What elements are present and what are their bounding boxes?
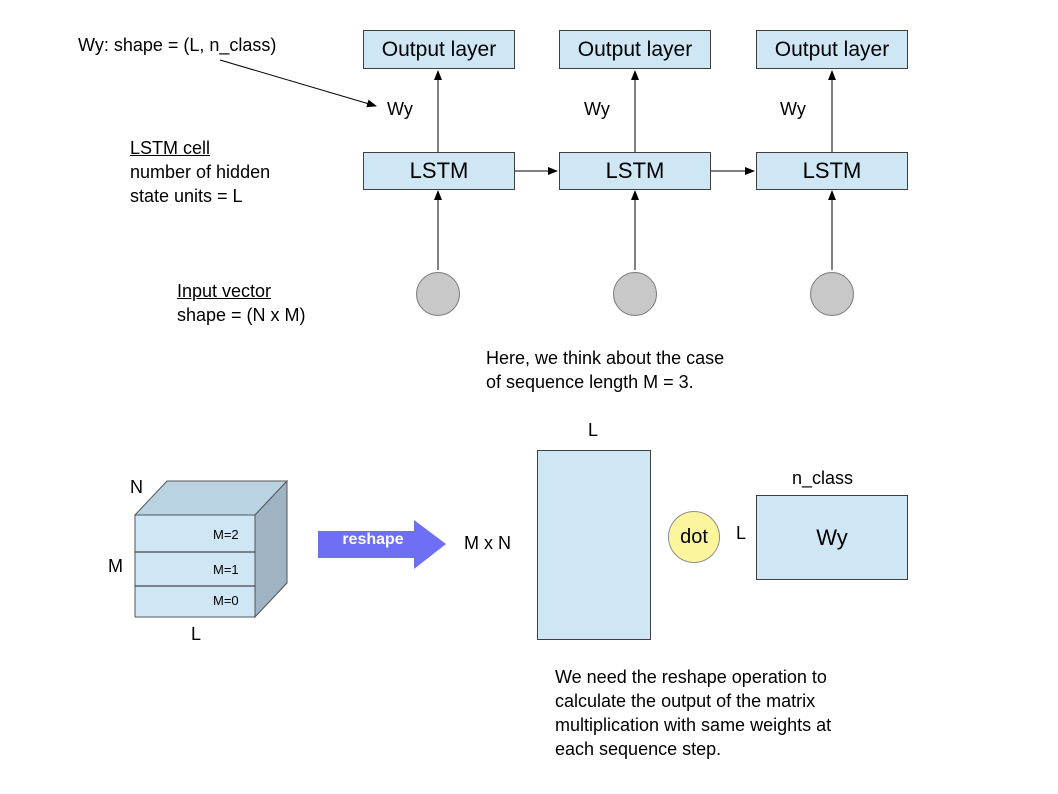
- wy-shape-label: Wy: shape = (L, n_class): [78, 35, 277, 55]
- wy-edge-label-3: Wy: [780, 99, 806, 119]
- lstm-label: LSTM: [802, 158, 862, 183]
- lstm-label: LSTM: [409, 158, 469, 183]
- slice-label-m0: M=0: [213, 593, 239, 608]
- reshape-note-line2: calculate the output of the matrix: [555, 691, 816, 711]
- reshaped-matrix: [537, 450, 651, 640]
- reshape-arrow: [318, 520, 446, 569]
- slice-label-m1: M=1: [213, 562, 239, 577]
- matrix-rows-label: M x N: [464, 533, 511, 553]
- reshape-note-line1: We need the reshape operation to: [555, 667, 827, 687]
- input-vector-title: Input vector: [177, 281, 272, 301]
- input-vector-annotation: Input vector shape = (N x M): [177, 279, 306, 327]
- reshape-note-line4: each sequence step.: [555, 739, 722, 759]
- lstm-cell-3: LSTM: [756, 152, 908, 190]
- slice-label-m2: M=2: [213, 527, 239, 542]
- input-node-3: [810, 272, 854, 316]
- lstm-cell-line2: state units = L: [130, 186, 243, 206]
- dot-label: dot: [680, 525, 708, 548]
- output-layer-label: Output layer: [577, 37, 693, 61]
- input-node-1: [416, 272, 460, 316]
- sequence-note-line2: of sequence length M = 3.: [486, 372, 694, 392]
- output-layer-label: Output layer: [774, 37, 890, 61]
- sequence-note-line1: Here, we think about the case: [486, 348, 725, 368]
- input-vector-shape: shape = (N x M): [177, 305, 306, 325]
- wy-matrix-label: Wy: [816, 524, 848, 550]
- input-node-2: [613, 272, 657, 316]
- output-layer-label: Output layer: [381, 37, 497, 61]
- lstm-cell-1: LSTM: [363, 152, 515, 190]
- cube-n-label: N: [130, 477, 143, 497]
- lstm-cell-annotation: LSTM cell number of hidden state units =…: [130, 136, 270, 208]
- lstm-cell-line1: number of hidden: [130, 162, 271, 182]
- sequence-note: Here, we think about the case of sequenc…: [486, 346, 724, 394]
- output-layer-2: Output layer: [559, 30, 711, 69]
- wy-pointer-arrow: [219, 59, 377, 108]
- reshape-label: reshape: [342, 531, 404, 548]
- reshape-note: We need the reshape operation to calcula…: [555, 665, 831, 761]
- cube-l-label: L: [191, 624, 202, 644]
- wy-edge-label-1: Wy: [387, 99, 413, 119]
- lstm-cell-2: LSTM: [559, 152, 711, 190]
- dot-operator: dot: [668, 511, 720, 563]
- cube-m-label: M: [108, 556, 123, 576]
- wy-rows-label: L: [736, 523, 747, 543]
- wy-cols-label: n_class: [792, 468, 854, 488]
- wy-edge-label-2: Wy: [584, 99, 610, 119]
- reshape-note-line3: multiplication with same weights at: [555, 715, 832, 735]
- wy-matrix: Wy: [756, 495, 908, 580]
- output-layer-3: Output layer: [756, 30, 908, 69]
- lstm-cell-title: LSTM cell: [130, 138, 211, 158]
- matrix-cols-label: L: [588, 420, 599, 440]
- cube-front-face: [134, 514, 256, 618]
- lstm-label: LSTM: [605, 158, 665, 183]
- output-layer-1: Output layer: [363, 30, 515, 69]
